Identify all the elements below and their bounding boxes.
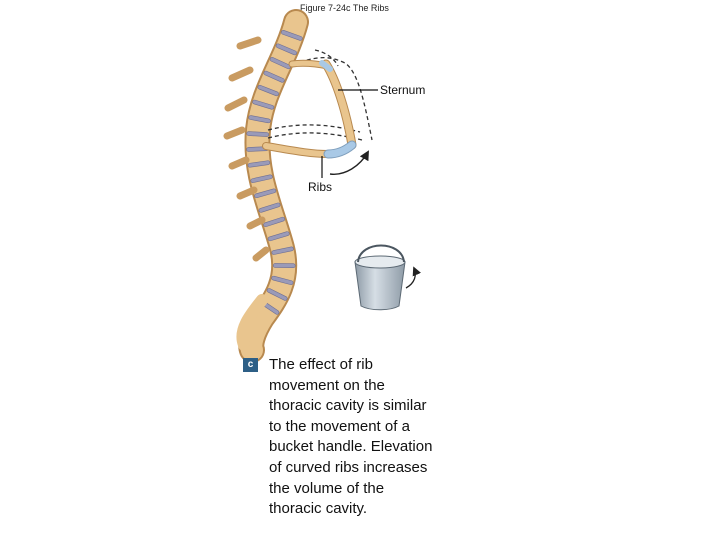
caption-line: to the movement of a: [269, 417, 410, 435]
intervertebral-disc: [254, 188, 277, 199]
ribs-label: Ribs: [308, 180, 333, 194]
intervertebral-disc: [266, 288, 288, 301]
intervertebral-disc: [258, 202, 281, 213]
caption-badge: c: [243, 358, 258, 372]
intervertebral-disc: [247, 160, 271, 168]
intervertebral-disc: [263, 70, 285, 83]
intervertebral-disc: [272, 263, 296, 268]
intervertebral-disc: [257, 84, 279, 97]
caption-line: thoracic cavity is similar: [269, 397, 427, 415]
sternum-label: Sternum: [380, 83, 426, 97]
intervertebral-disc: [269, 57, 291, 70]
intervertebral-disc: [248, 115, 271, 124]
vertebral-column: [223, 9, 309, 363]
figure-title: Figure 7-24c The Ribs: [300, 3, 389, 13]
caption-line: of curved ribs increases: [269, 458, 428, 476]
caption-line: thoracic cavity.: [269, 500, 368, 518]
intervertebral-disc: [267, 231, 290, 242]
intervertebral-disc: [250, 174, 273, 183]
rib-cage: [262, 49, 373, 175]
caption-line: The effect of rib: [269, 356, 373, 373]
intervertebral-disc: [252, 99, 275, 110]
intervertebral-disc: [263, 216, 286, 228]
intervertebral-disc: [271, 275, 294, 285]
intervertebral-disc: [246, 131, 269, 137]
intervertebral-disc: [275, 43, 297, 56]
intervertebral-disc: [271, 246, 294, 255]
caption-line: the volume of the: [269, 479, 385, 497]
intervertebral-disc: [281, 30, 303, 41]
caption-line: movement on the: [269, 376, 385, 394]
bucket-icon: [354, 244, 422, 311]
caption-line: bucket handle. Elevation: [269, 438, 433, 456]
figure-caption: The effect of rib movement on the thorac…: [269, 355, 469, 520]
